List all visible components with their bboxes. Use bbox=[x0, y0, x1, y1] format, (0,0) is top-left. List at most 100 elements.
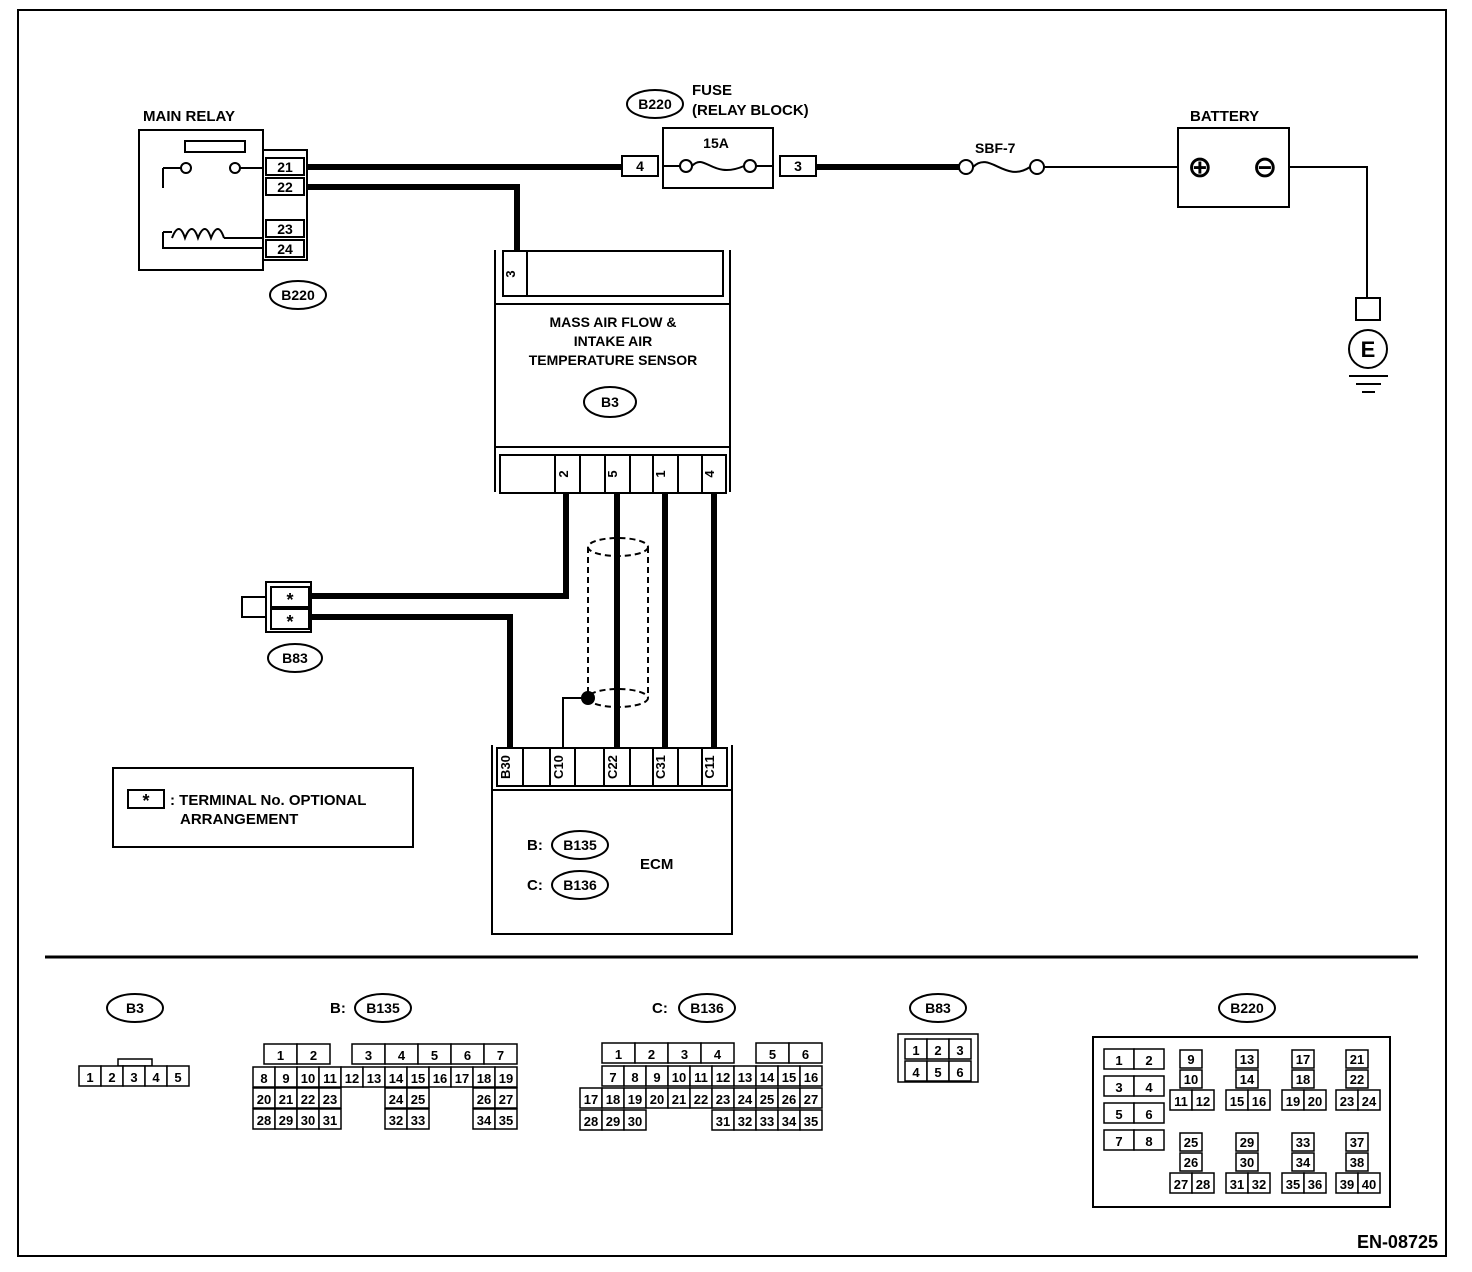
ecm-b-connector: B135 bbox=[563, 837, 597, 853]
face-b220-badge-label: B220 bbox=[1230, 1000, 1264, 1016]
face-b135-pin-label: 20 bbox=[257, 1092, 271, 1107]
face-b136-pin-label: 1 bbox=[615, 1047, 622, 1062]
face-b220-pin-label: 13 bbox=[1240, 1052, 1254, 1067]
face-b135-pin-label: 23 bbox=[323, 1092, 337, 1107]
b83-pin-2: * bbox=[286, 612, 293, 632]
face-b135-pin-cell bbox=[296, 1043, 331, 1065]
face-b83-pin-label: 2 bbox=[934, 1043, 941, 1058]
face-b136-pin-label: 27 bbox=[804, 1092, 818, 1107]
legend-line1: : TERMINAL No. OPTIONAL bbox=[170, 792, 366, 809]
face-b136-pin-label: 25 bbox=[760, 1092, 774, 1107]
face-b220-pin-cell bbox=[1357, 1089, 1381, 1111]
face-b220-pin-cell bbox=[1291, 1152, 1315, 1172]
face-b220-pin-cell bbox=[1191, 1172, 1215, 1194]
face-b135-pin-label: 26 bbox=[477, 1092, 491, 1107]
face-b220-pin-label: 21 bbox=[1350, 1052, 1364, 1067]
face-b135-pin-label: 9 bbox=[282, 1071, 289, 1086]
face-b220-pin-label: 29 bbox=[1240, 1135, 1254, 1150]
face-b220-pin-label: 20 bbox=[1308, 1094, 1322, 1109]
face-b136-pin-cell bbox=[799, 1109, 823, 1131]
face-b136-pin-label: 6 bbox=[802, 1047, 809, 1062]
figure-code: EN-08725 bbox=[1357, 1232, 1438, 1252]
face-b220-pin-label: 27 bbox=[1174, 1177, 1188, 1192]
face-b83-pin-label: 1 bbox=[912, 1043, 919, 1058]
face-b220-pin-cell bbox=[1179, 1069, 1203, 1089]
face-b136-pin-label: 3 bbox=[681, 1047, 688, 1062]
relay-pin-24: 24 bbox=[277, 241, 293, 257]
face-b220-pin-cell bbox=[1345, 1069, 1369, 1089]
maf-pin-2: 2 bbox=[556, 470, 571, 477]
face-b220-pin-label: 15 bbox=[1230, 1094, 1244, 1109]
ecm-pin-c31: C31 bbox=[653, 755, 668, 779]
face-b135-pin-label: 22 bbox=[301, 1092, 315, 1107]
maf-title-line3: TEMPERATURE SENSOR bbox=[529, 352, 698, 368]
face-b136-pin-label: 2 bbox=[648, 1047, 655, 1062]
face-b220-pin-cell bbox=[1235, 1049, 1259, 1069]
face-b135-badge-label: B135 bbox=[366, 1000, 400, 1016]
maf-top-pin: 3 bbox=[503, 270, 518, 277]
ecm-c-prefix: C: bbox=[527, 877, 543, 894]
ecm-pin-c22: C22 bbox=[605, 755, 620, 779]
face-b136-pin-label: 17 bbox=[584, 1092, 598, 1107]
face-b220-pin-cell bbox=[1345, 1132, 1369, 1152]
face-b220-pin-label: 6 bbox=[1145, 1107, 1152, 1122]
face-b83-pin-label: 3 bbox=[956, 1043, 963, 1058]
face-b135-pin-label: 25 bbox=[411, 1092, 425, 1107]
face-b220-pin-label: 22 bbox=[1350, 1072, 1364, 1087]
face-b220-pin-label: 11 bbox=[1174, 1094, 1188, 1109]
face-b3-pin-label: 1 bbox=[86, 1070, 93, 1085]
face-b83-pin-cell bbox=[948, 1038, 972, 1060]
face-b135-pin-label: 4 bbox=[398, 1048, 406, 1063]
face-b135-pin-label: 6 bbox=[464, 1048, 471, 1063]
face-b135-pin-label: 33 bbox=[411, 1113, 425, 1128]
battery-plus-icon: ⊕ bbox=[1187, 151, 1212, 184]
face-b135-pin-cell bbox=[494, 1108, 518, 1130]
fuse-pin-left: 4 bbox=[636, 158, 644, 174]
face-b220-pin-label: 19 bbox=[1286, 1094, 1300, 1109]
ground-label: E bbox=[1361, 337, 1376, 362]
face-b135-pin-label: 19 bbox=[499, 1071, 513, 1086]
face-b136-pin-label: 24 bbox=[738, 1092, 753, 1107]
face-b136-pin-label: 22 bbox=[694, 1092, 708, 1107]
face-b135-pin-label: 31 bbox=[323, 1113, 337, 1128]
face-b3-pin-cell bbox=[166, 1065, 190, 1087]
face-b135-pin-label: 32 bbox=[389, 1113, 403, 1128]
face-b3-badge bbox=[106, 993, 164, 1023]
ecm-pin-c11: C11 bbox=[702, 755, 717, 778]
face-b220-pin-label: 39 bbox=[1340, 1177, 1354, 1192]
face-b135-pin-label: 30 bbox=[301, 1113, 315, 1128]
face-b136-pin-cell bbox=[788, 1042, 823, 1064]
relay-connector-badge: B220 bbox=[269, 280, 327, 310]
face-b136-pin-cell bbox=[623, 1109, 647, 1131]
face-b220-pin-label: 24 bbox=[1362, 1094, 1377, 1109]
main-relay-title: MAIN RELAY bbox=[143, 108, 235, 125]
face-b220-pin-cell bbox=[1133, 1102, 1165, 1124]
face-b136-prefix: C: bbox=[652, 1000, 668, 1017]
battery: ⊕ ⊖ bbox=[1177, 127, 1290, 208]
fuse-rating: 15A bbox=[703, 135, 729, 151]
face-b136-pin-label: 7 bbox=[609, 1070, 616, 1085]
face-b136-pin-label: 5 bbox=[769, 1047, 776, 1062]
face-b220-pin-label: 9 bbox=[1187, 1052, 1194, 1067]
face-b220-pin-label: 7 bbox=[1115, 1134, 1122, 1149]
ecm-pin-b30: B30 bbox=[498, 755, 513, 779]
svg-text:B220: B220 bbox=[638, 96, 672, 112]
face-b220-pin-label: 37 bbox=[1350, 1135, 1364, 1150]
face-b220-pin-label: 16 bbox=[1252, 1094, 1266, 1109]
face-b135-pin-cell bbox=[406, 1087, 430, 1109]
face-b136-pin-label: 32 bbox=[738, 1114, 752, 1129]
ecm: B30 C10 C22 C31 C11 B: B135 C: B136 ECM bbox=[491, 745, 733, 935]
ecm-title: ECM bbox=[640, 856, 673, 873]
ecm-pin-c10: C10 bbox=[551, 755, 566, 779]
face-b220-pin-label: 25 bbox=[1184, 1135, 1198, 1150]
legend-box: * : TERMINAL No. OPTIONAL ARRANGEMENT bbox=[112, 767, 414, 848]
face-b220-pin-cell bbox=[1191, 1089, 1215, 1111]
svg-text:B220: B220 bbox=[281, 287, 315, 303]
face-b135-pin-label: 21 bbox=[279, 1092, 293, 1107]
battery-minus-icon: ⊖ bbox=[1252, 151, 1277, 184]
relay-pin-22: 22 bbox=[277, 179, 293, 195]
face-b136-pin-label: 8 bbox=[631, 1070, 638, 1085]
b83-connector: * * bbox=[241, 581, 312, 633]
face-b220-pin-label: 2 bbox=[1145, 1053, 1152, 1068]
